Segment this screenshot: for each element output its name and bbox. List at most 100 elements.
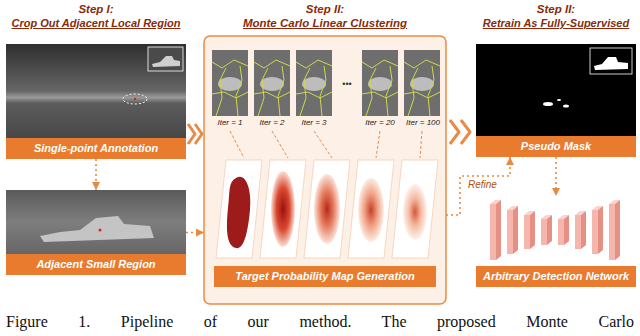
- probability-map: [403, 184, 427, 240]
- network-illustration: [615, 200, 620, 260]
- step-panel-outline: [204, 36, 446, 304]
- cluster-iteration-tiles: [254, 50, 290, 116]
- probability-map: [260, 160, 306, 258]
- cluster-iteration-tiles: [212, 50, 440, 116]
- network-illustration: [513, 206, 518, 254]
- label-bar: Single-point Annotation: [6, 138, 186, 159]
- step-title: Crop Out Adjacent Local Region: [3, 16, 189, 30]
- iteration-label: Iter = 100: [401, 118, 445, 128]
- ellipsis-mark: •••: [334, 79, 360, 89]
- pseudo-mask-image: [543, 102, 553, 106]
- dashed-leader: [230, 131, 422, 158]
- network-illustration: [541, 219, 547, 245]
- dashed-leader: [376, 131, 380, 158]
- cluster-iteration-tiles: [212, 50, 248, 116]
- network-illustration: [496, 200, 501, 260]
- cropped-region-image: [6, 190, 186, 254]
- network-illustration: [575, 211, 586, 215]
- edge-label: Refine: [466, 179, 499, 191]
- image-area: [6, 190, 186, 254]
- network-illustration: [490, 200, 501, 204]
- dashed-leader: [314, 131, 332, 158]
- network-illustration: [564, 215, 569, 245]
- network-illustration: [592, 206, 603, 210]
- network-illustration: [490, 204, 615, 260]
- step-panel: Step II:Monte Carlo Linear ClusteringTar…: [204, 0, 446, 304]
- network-illustration: [598, 206, 603, 254]
- label-box: Target Probability Map Generation: [214, 266, 436, 287]
- pseudo-mask-image: [476, 44, 636, 136]
- iteration-label: Iter = 3: [293, 118, 335, 128]
- dotted-arrow: [446, 157, 510, 215]
- network-illustration: [581, 211, 586, 249]
- network-illustration: [524, 215, 530, 249]
- dashed-leader: [420, 131, 422, 158]
- dashed-leader: [230, 131, 244, 158]
- network-illustration: [575, 215, 581, 249]
- pseudo-mask-image: [594, 57, 628, 70]
- network-illustration: [558, 215, 569, 219]
- network-illustration: [507, 210, 513, 254]
- probability-map: [304, 160, 350, 258]
- network-illustration: [490, 204, 496, 260]
- pseudo-mask-image: [563, 104, 569, 107]
- network-illustration: [490, 200, 620, 219]
- flow-chevron: [188, 124, 195, 144]
- dotted-arrow: [555, 157, 557, 196]
- image-label-box: Adjacent Small Region: [6, 190, 186, 275]
- dashed-leader: [272, 131, 288, 158]
- cropped-region-image: [40, 216, 154, 242]
- box-label: Pseudo Mask: [480, 139, 632, 154]
- figure-caption: Figure 1. Pipeline of our method. The pr…: [6, 312, 634, 332]
- cluster-iteration-tiles: [362, 50, 398, 116]
- probability-map: [216, 160, 438, 258]
- box-label: Adjacent Small Region: [10, 257, 182, 272]
- network-illustration: [496, 200, 620, 260]
- box-label: Target Probability Map Generation: [218, 269, 432, 284]
- infrared-image: [148, 47, 183, 71]
- infrared-image: [6, 44, 186, 138]
- pseudo-mask-image: [476, 44, 636, 136]
- iteration-label: Iter = 1: [209, 118, 251, 128]
- probability-map: [314, 174, 340, 244]
- flow-chevron: [195, 124, 202, 144]
- network-illustration: [592, 210, 598, 254]
- probability-map: [227, 177, 250, 248]
- image-area: [6, 44, 186, 138]
- step-title: Monte Carlo Linear Clustering: [204, 16, 446, 30]
- infrared-image: [152, 56, 180, 67]
- box-label: Single-point Annotation: [10, 141, 182, 156]
- cropped-region-image: [99, 229, 102, 232]
- label-bar: Target Probability Map Generation: [214, 266, 436, 287]
- cluster-iteration-tiles: [404, 50, 440, 116]
- step-heading: Step II:: [204, 2, 446, 16]
- probability-map: [216, 160, 262, 258]
- network-illustration: [609, 200, 620, 204]
- iteration-label: Iter = 2: [251, 118, 293, 128]
- network-illustration: [609, 204, 615, 260]
- cropped-region-image: [6, 190, 186, 254]
- label-bar: Pseudo Mask: [476, 136, 636, 157]
- image-label-box: Single-point Annotation: [6, 44, 186, 159]
- dotted-arrow: [95, 159, 97, 190]
- infrared-image: [6, 44, 186, 138]
- pseudo-mask-image: [590, 48, 632, 74]
- image-area: [476, 44, 636, 136]
- step-heading: Step II:: [474, 2, 638, 16]
- network-illustration: [530, 211, 535, 249]
- probability-map: [358, 178, 384, 242]
- network-illustration: [558, 219, 564, 245]
- step-panel-outline: [204, 36, 446, 304]
- network-illustration: [490, 200, 620, 260]
- image-area: [476, 196, 636, 266]
- label-bar: Adjacent Small Region: [6, 254, 186, 275]
- network-illustration: [547, 215, 552, 245]
- image-label-box: Pseudo Mask: [476, 44, 636, 157]
- flow-chevron: [461, 120, 470, 144]
- iteration-label: Iter = 20: [359, 118, 401, 128]
- probability-map: [348, 160, 394, 258]
- network-illustration: [524, 211, 535, 215]
- step-heading: Step I:: [3, 2, 189, 16]
- network-illustration: [507, 206, 518, 210]
